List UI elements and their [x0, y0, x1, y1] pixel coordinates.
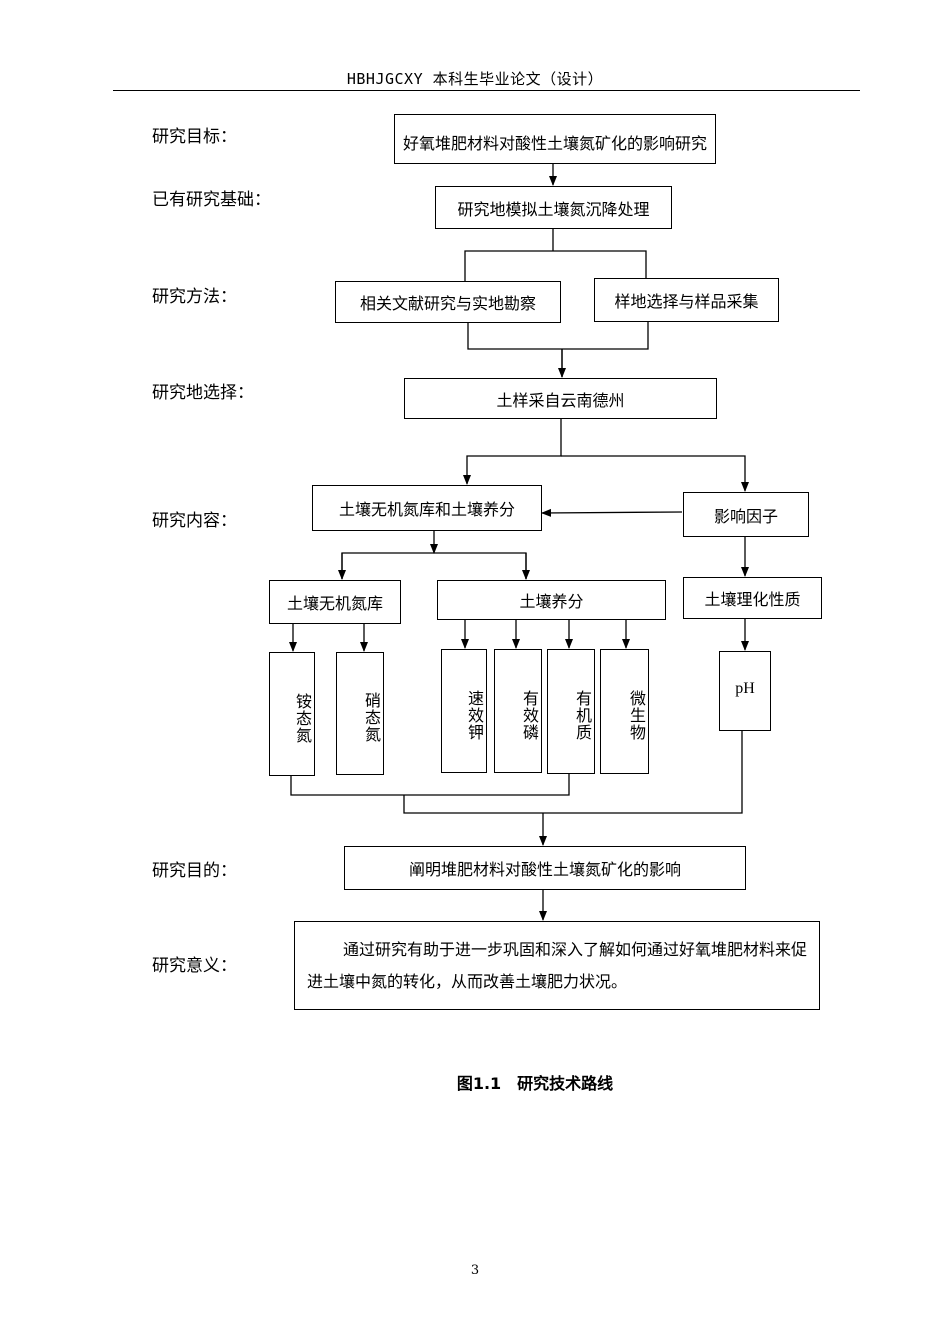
label-research-significance: 研究意义： [152, 956, 237, 976]
box-inorganic-pool-and-nutrients: 土壤无机氮库和土壤养分 [312, 485, 542, 531]
line-merge-to-ph [403, 730, 743, 814]
box-physicochemical-properties: 土壤理化性质 [683, 577, 822, 619]
line-methods-to-site [467, 322, 649, 377]
box-inorganic-nitrogen-pool: 土壤无机氮库 [269, 580, 401, 624]
label-research-site: 研究地选择： [152, 383, 254, 403]
label-research-content: 研究内容： [152, 511, 237, 531]
box-ammonium-nitrogen: 铵态氮 [269, 652, 315, 776]
box-literature-survey: 相关文献研究与实地勘察 [335, 281, 561, 323]
label-research-method: 研究方法： [152, 287, 237, 307]
box-organic-matter: 有机质 [547, 649, 595, 774]
box-microorganisms: 微生物 [600, 649, 649, 774]
label-research-goal: 研究目标： [152, 127, 237, 147]
page-header: HBHJGCXY 本科生毕业论文（设计） [346, 70, 604, 88]
page-number: 3 [470, 1263, 480, 1278]
box-research-goal: 好氧堆肥材料对酸性土壤氮矿化的影响研究 [394, 114, 716, 164]
box-research-purpose: 阐明堆肥材料对酸性土壤氮矿化的影响 [344, 846, 746, 890]
box-research-basis: 研究地模拟土壤氮沉降处理 [435, 186, 672, 229]
box-ph: pH [719, 651, 771, 731]
box-site-sampling: 样地选择与样品采集 [594, 278, 779, 322]
arrow-site-to-content [463, 418, 562, 485]
line-basis-to-methods [464, 229, 647, 281]
box-available-phosphorus: 有效磷 [494, 649, 542, 773]
arrow-factors-to-content [541, 508, 683, 517]
arrow-site-to-factors [561, 455, 749, 492]
line-content-split [341, 552, 527, 579]
box-site-selection: 土样采自云南德州 [404, 378, 717, 419]
box-influencing-factors: 影响因子 [683, 492, 809, 537]
box-soil-nutrients: 土壤养分 [437, 580, 666, 620]
box-nitrate-nitrogen: 硝态氮 [336, 652, 384, 775]
line-bottom-merge [290, 773, 570, 796]
label-research-basis: 已有研究基础： [152, 190, 271, 210]
label-research-purpose: 研究目的： [152, 861, 237, 881]
box-available-potassium: 速效钾 [441, 649, 487, 773]
header-rule [113, 90, 860, 91]
figure-caption: 图1.1 研究技术路线 [456, 1074, 614, 1093]
box-research-significance: 通过研究有助于进一步巩固和深入了解如何通过好氧堆肥材料来促进土壤中氮的转化，从而… [294, 921, 820, 1010]
